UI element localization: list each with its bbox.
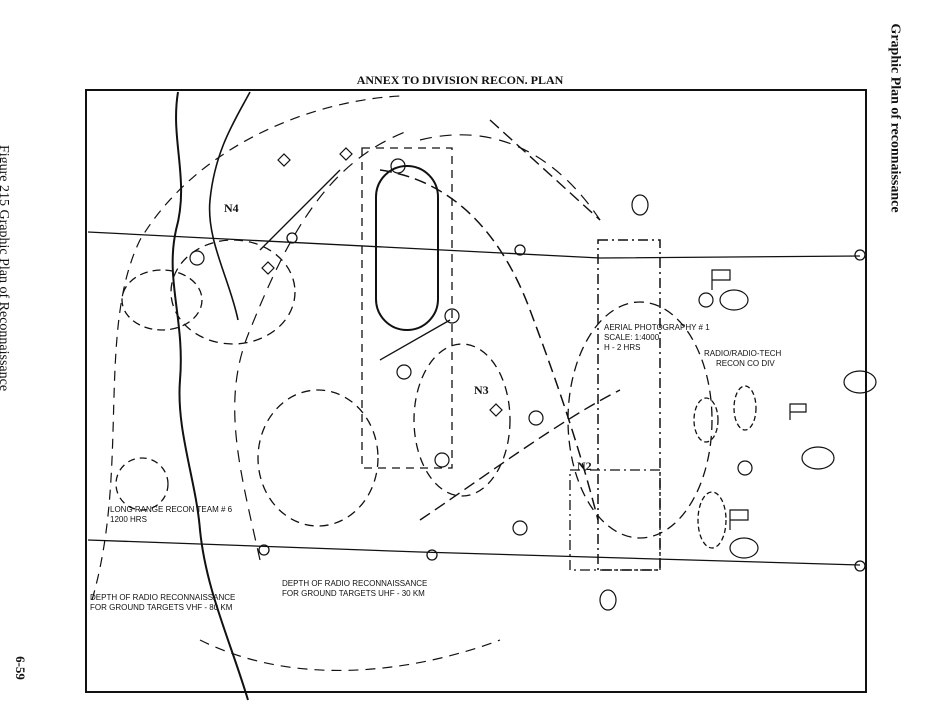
unit-symbol <box>599 589 617 611</box>
unit-symbol <box>396 364 412 380</box>
map-frame <box>85 89 867 693</box>
phase-marker <box>854 249 866 261</box>
unit-symbol <box>434 452 450 468</box>
unit-symbol <box>729 537 759 559</box>
aerial-photo-box <box>597 239 661 571</box>
recon-axis <box>379 169 599 521</box>
unit-symbol <box>444 308 460 324</box>
lrrt-label: LONG RANGE RECON TEAM # 6 <box>110 505 233 514</box>
radio-unit-area <box>733 385 757 431</box>
recon-zone-n3 <box>413 343 511 497</box>
zone-label-n3: N3 <box>474 383 489 397</box>
lrrt-time: 1200 HRS <box>110 515 147 524</box>
unit-symbol <box>512 520 528 536</box>
unit-boundary <box>361 147 453 469</box>
unit-symbol <box>843 370 877 394</box>
unit-symbol <box>698 292 714 308</box>
radio-unit-area <box>697 491 727 549</box>
phase-line-lower <box>87 539 861 566</box>
vhf-depth-label: DEPTH OF RADIO RECONNAISSANCE <box>90 593 235 602</box>
map-title: ANNEX TO DIVISION RECON. PLAN <box>357 73 564 87</box>
zone-label-n4: N4 <box>224 201 239 215</box>
unit-symbol <box>631 194 649 216</box>
recon-zone <box>121 269 203 331</box>
range-arc <box>419 134 601 221</box>
recon-team-zone <box>115 457 169 511</box>
uhf-depth-label: DEPTH OF RADIO RECONNAISSANCE <box>282 579 427 588</box>
unit-symbol <box>719 289 749 311</box>
phase-marker <box>286 232 298 244</box>
aerial-photo-label: AERIAL PHOTOGRAPHY # 1 <box>604 323 710 332</box>
terrain-line <box>208 91 251 321</box>
recon-axis <box>419 389 621 521</box>
observation-post-symbols <box>261 147 503 417</box>
unit-symbol <box>801 446 835 470</box>
unit-symbol <box>390 158 406 174</box>
vhf-range-arc <box>91 95 401 601</box>
range-arc <box>199 639 501 672</box>
arrow-line <box>259 169 341 251</box>
vhf-depth-value: FOR GROUND TARGETS VHF - 80 KM <box>90 603 233 612</box>
arrow-line <box>379 319 451 361</box>
uhf-depth-value: FOR GROUND TARGETS UHF - 30 KM <box>282 589 425 598</box>
unit-symbol <box>528 410 544 426</box>
phase-marker <box>258 544 270 556</box>
aerial-photo-time: H - 2 HRS <box>604 343 640 352</box>
recon-zone-n2 <box>567 301 713 539</box>
main-unit-area <box>375 165 439 331</box>
recon-zone-n4 <box>170 239 296 345</box>
recon-box <box>569 469 661 571</box>
flag-symbols <box>711 269 807 530</box>
phase-marker <box>854 560 866 572</box>
zone-label-n2: N2 <box>577 459 592 473</box>
phase-marker <box>426 549 438 561</box>
uhf-range-arc <box>234 129 411 561</box>
radio-unit-area <box>693 397 719 443</box>
phase-marker <box>514 244 526 256</box>
unit-symbol <box>189 250 205 266</box>
phase-line-upper <box>87 231 861 259</box>
recon-zone <box>257 389 379 527</box>
radio-recon-unit: RECON CO DIV <box>716 359 775 368</box>
aerial-photo-scale: SCALE: 1:4000 <box>604 333 660 342</box>
unit-symbol <box>737 460 753 476</box>
recon-axis <box>489 119 601 221</box>
radio-recon-label: RADIO/RADIO-TECH <box>704 349 782 358</box>
